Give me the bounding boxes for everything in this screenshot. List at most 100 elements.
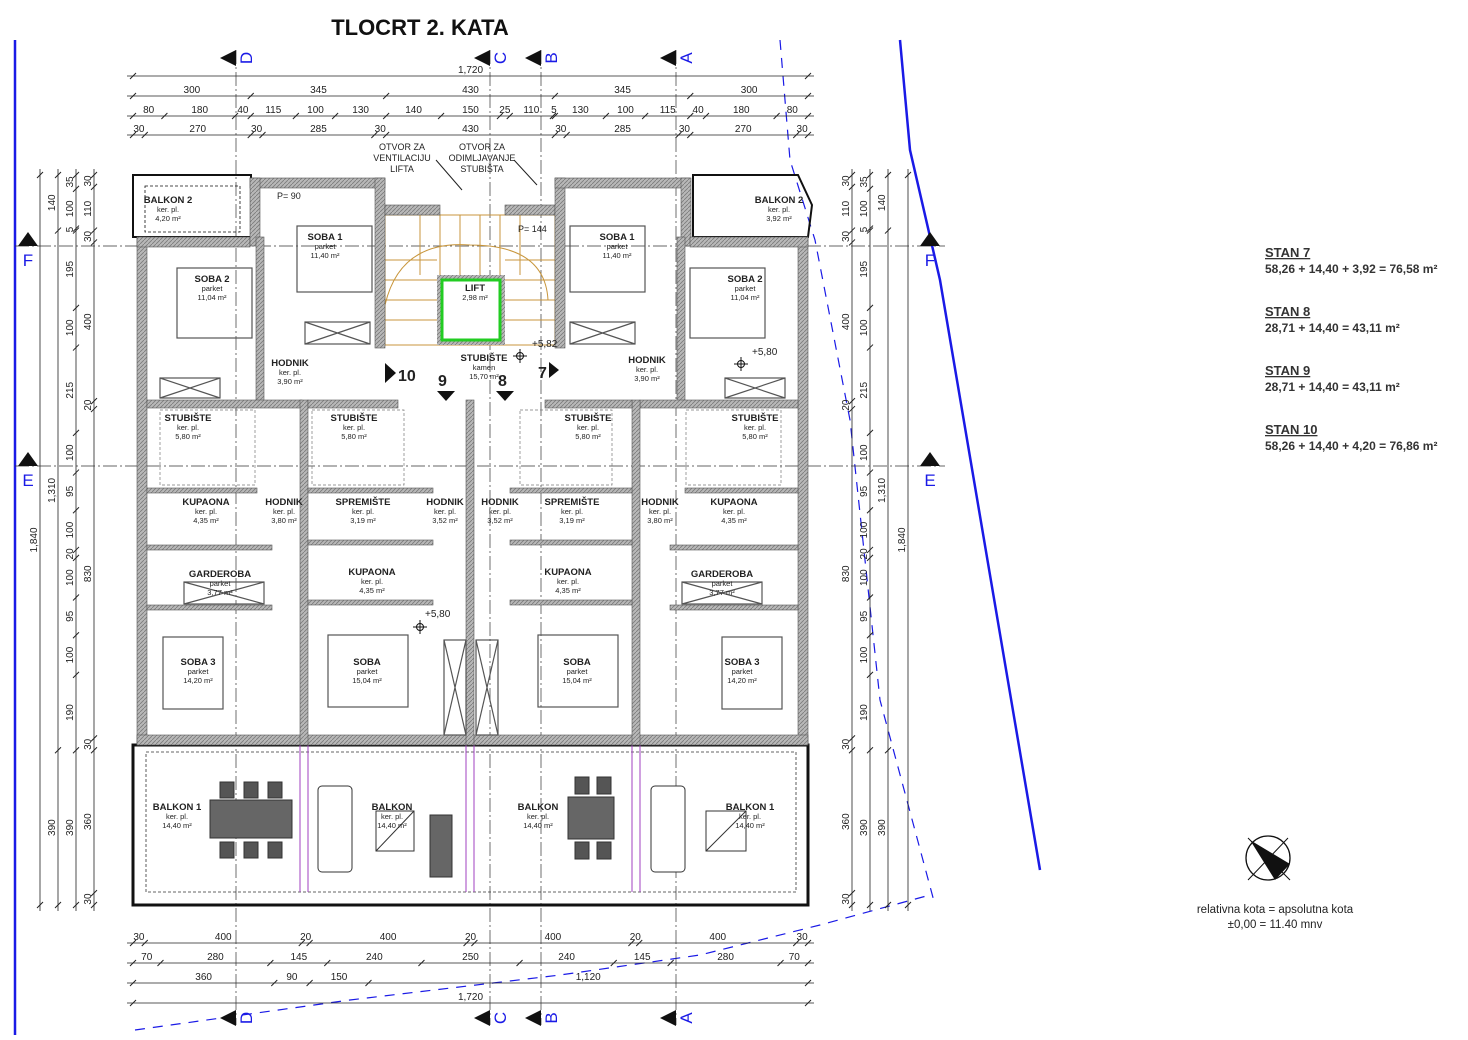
axis-label-d: D (237, 52, 256, 64)
walls (136, 177, 809, 746)
apartment-summary: STAN 7 58,26 + 14,40 + 3,92 = 76,58 m² S… (1265, 245, 1437, 453)
bed-icon (537, 634, 619, 708)
room-floor-type: parket (315, 242, 337, 251)
dimension-tick (129, 939, 137, 947)
dimension-tick (848, 171, 856, 179)
note-vent-line: OTVOR ZA (379, 142, 425, 152)
dimension-value: 190 (859, 704, 870, 721)
dimension-value: 100 (859, 319, 870, 336)
dimension-value: 280 (207, 952, 224, 963)
apartment-area-formula: 58,26 + 14,40 + 3,92 = 76,58 m² (1265, 262, 1437, 276)
room-floor-type: ker. pl. (557, 577, 579, 586)
room-floor-type: ker. pl. (561, 507, 583, 516)
dimension-tick (247, 131, 255, 139)
axis-marker-icon (660, 50, 676, 66)
entry-arrow-icon (385, 363, 396, 383)
dimension-value: 20 (841, 399, 852, 411)
dimension-tick (72, 225, 80, 232)
room-floor-type: ker. pl. (527, 812, 549, 821)
dimension-tick (804, 112, 812, 120)
dimension-tick (848, 901, 856, 909)
chair-icon (219, 841, 235, 859)
room-area: 11,40 m² (602, 251, 632, 260)
room-floor-type: ker. pl. (166, 812, 188, 821)
dimension-tick (129, 979, 137, 987)
elevation-crosshair-icon (413, 349, 748, 634)
dimension-tick (848, 735, 856, 742)
room-floor-type: ker. pl. (768, 205, 790, 214)
dimension-tick (804, 92, 812, 100)
lounger-icon (429, 814, 453, 878)
dimension-value: 40 (693, 105, 705, 116)
note-smoke-line: OTVOR ZA (459, 142, 505, 152)
dimension-value: 215 (65, 381, 76, 398)
room-floor-type: ker. pl. (434, 507, 456, 516)
dimension-tick (382, 92, 390, 100)
dimension-tick (866, 901, 874, 909)
dimension-value: 95 (859, 485, 870, 497)
axis-label-f: F (925, 251, 935, 270)
axis-marker-icon (660, 1010, 676, 1026)
dimension-tick (72, 746, 80, 754)
room-floor-type: ker. pl. (352, 507, 374, 516)
apartment-area-formula: 28,71 + 14,40 = 43,11 m² (1265, 321, 1400, 335)
note-smoke-line: STUBIŠTA (460, 164, 503, 174)
dimension-tick (804, 72, 812, 80)
room-floor-type: ker. pl. (273, 507, 295, 516)
dimension-value: 30 (797, 932, 809, 943)
dimension-tick (292, 112, 300, 120)
chair-icon (596, 776, 612, 795)
balcony-2-outlines (132, 174, 814, 238)
room-name: BALKON (372, 802, 413, 813)
dimension-value: 115 (265, 105, 281, 116)
room-name: STUBIŠTE (165, 412, 212, 424)
dimension-tick (848, 746, 856, 754)
dimension-tick (141, 131, 149, 139)
room-floor-type: ker. pl. (744, 423, 766, 432)
dining-table-icon (209, 799, 293, 839)
room-area: 3,52 m² (487, 516, 513, 525)
bed-icon (721, 636, 783, 710)
room-name: SPREMIŠTE (336, 496, 391, 508)
dimension-tick (884, 227, 892, 234)
apartment-area-formula: 58,26 + 14,40 + 4,20 = 76,86 m² (1265, 439, 1437, 453)
dimension-value: 1,310 (877, 477, 888, 502)
dimension-tick (848, 397, 856, 405)
dimension-value: 140 (877, 194, 888, 211)
dimension-value: 110 (841, 200, 852, 216)
axis-label-b: B (542, 1012, 561, 1023)
dimension-value: 30 (83, 230, 94, 242)
dimension-tick (549, 112, 557, 120)
dimension-value: 100 (859, 569, 870, 586)
dimension-value: 1,840 (29, 527, 40, 552)
room-area: 15,70 m² (469, 372, 499, 381)
room-floor-type: ker. pl. (361, 577, 383, 586)
dimension-tick (463, 939, 470, 947)
room-area: 3,19 m² (559, 516, 585, 525)
apartment-marker-10: 10 (398, 368, 416, 385)
dimension-tick (866, 344, 874, 351)
dimension-value: 270 (735, 124, 752, 135)
dimension-value: 40 (237, 105, 249, 116)
dimension-tick (777, 959, 784, 967)
room-floor-type: ker. pl. (489, 507, 511, 516)
dimension-value: 1,310 (47, 477, 58, 502)
dimension-tick (72, 185, 80, 193)
dimension-value: 100 (859, 444, 870, 461)
room-name: STUBIŠTE (331, 412, 378, 424)
dimension-tick (72, 631, 80, 639)
dimension-value: 150 (462, 105, 479, 116)
elevation-label: +5,82 (532, 339, 558, 350)
